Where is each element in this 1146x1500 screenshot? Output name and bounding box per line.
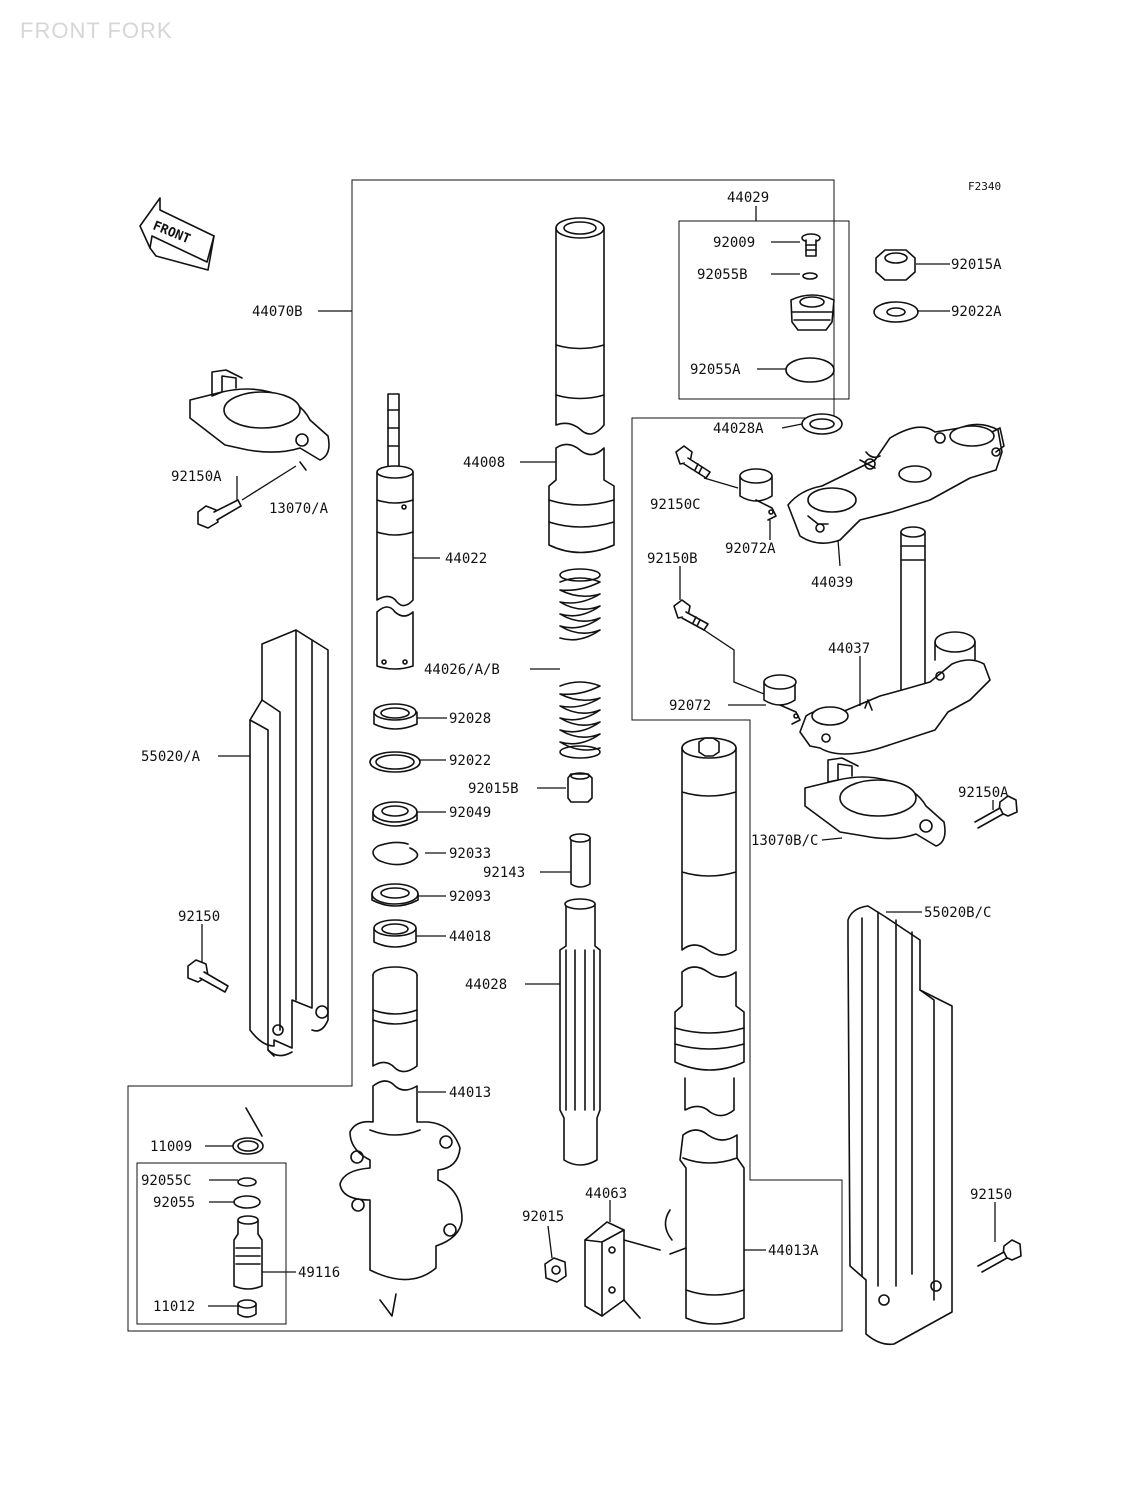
part-label-92143: 92143 <box>483 865 525 881</box>
part-label-44028: 44028 <box>465 977 507 993</box>
part-label-92009: 92009 <box>713 235 755 251</box>
part-label-92022: 92022 <box>449 753 491 769</box>
part-label-92150-right: 92150 <box>970 1187 1012 1203</box>
fork-guard-clamp-right-drawing <box>804 757 1018 847</box>
part-label-44013: 44013 <box>449 1085 491 1101</box>
fork-guard-clamp-left-drawing <box>189 369 330 529</box>
part-label-92049: 92049 <box>449 805 491 821</box>
clamp-bolts-drawing <box>673 445 711 631</box>
part-label-92150A-left: 92150A <box>171 469 222 485</box>
lower-triple-clamp-drawing <box>799 526 991 755</box>
part-label-55020A: 55020/A <box>141 749 201 765</box>
part-label-44018: 44018 <box>449 929 491 945</box>
front-arrow-icon: FRONT <box>139 197 215 271</box>
part-label-92028: 92028 <box>449 711 491 727</box>
part-label-92033: 92033 <box>449 846 491 862</box>
leader-lines <box>201 206 996 1307</box>
part-label-44070B: 44070B <box>252 304 303 320</box>
part-label-44026AB: 44026/A/B <box>424 662 500 678</box>
part-label-11012: 11012 <box>153 1299 195 1315</box>
inner-tube-right-drawing <box>664 737 745 1325</box>
part-label-92150C: 92150C <box>650 497 701 513</box>
part-label-92150B: 92150B <box>647 551 698 567</box>
outer-tube-left-drawing <box>339 966 463 1281</box>
fork-guard-right-drawing <box>847 905 953 1346</box>
part-label-92015: 92015 <box>522 1209 564 1225</box>
figure-code: F2340 <box>968 180 1001 193</box>
part-label-92093: 92093 <box>449 889 491 905</box>
part-label-92055C: 92055C <box>141 1173 192 1189</box>
part-label-92015B: 92015B <box>468 781 519 797</box>
part-label-92072: 92072 <box>669 698 711 714</box>
handlebar-clamp-drawing <box>739 468 801 725</box>
part-label-92150-left: 92150 <box>178 909 220 925</box>
fork-tube-upper-drawing <box>548 217 615 554</box>
stem-nut-washer-drawing <box>873 249 919 323</box>
fork-guard-bolts-drawing <box>187 959 1022 1273</box>
part-label-92055A: 92055A <box>690 362 741 378</box>
part-label-44029: 44029 <box>727 190 769 206</box>
upper-triple-clamp-drawing <box>787 423 1005 544</box>
damper-cylinder-drawing <box>559 772 601 1166</box>
fork-cap-assembly-drawing <box>785 233 843 435</box>
part-label-92055: 92055 <box>153 1195 195 1211</box>
part-label-92055B: 92055B <box>697 267 748 283</box>
fork-spring-drawing <box>559 568 601 759</box>
axle-clamp-drawing <box>544 1221 661 1319</box>
fork-rings-drawing <box>369 703 421 948</box>
part-label-44037: 44037 <box>828 641 870 657</box>
part-labels: 44029 92009 92055B 92055A 44028A 92015A … <box>141 190 1012 1315</box>
part-label-92015A: 92015A <box>951 257 1002 273</box>
air-valve-parts-drawing <box>232 1107 397 1318</box>
part-label-92150A-right: 92150A <box>958 785 1009 801</box>
part-label-55020BC: 55020B/C <box>924 905 991 921</box>
part-label-13070A: 13070/A <box>269 501 329 517</box>
diagram-title: FRONT FORK <box>20 18 173 43</box>
part-label-11009: 11009 <box>150 1139 192 1155</box>
part-label-49116: 49116 <box>298 1265 340 1281</box>
part-label-44028A: 44028A <box>713 421 764 437</box>
damper-rod-drawing <box>376 393 414 670</box>
part-label-44008: 44008 <box>463 455 505 471</box>
part-label-44022: 44022 <box>445 551 487 567</box>
part-label-92022A: 92022A <box>951 304 1002 320</box>
part-label-92072A: 92072A <box>725 541 776 557</box>
part-label-44039: 44039 <box>811 575 853 591</box>
part-label-44013A: 44013A <box>768 1243 819 1259</box>
part-label-13070BC: 13070B/C <box>751 833 818 849</box>
fork-guard-left-drawing <box>249 629 329 1057</box>
part-label-44063: 44063 <box>585 1186 627 1202</box>
